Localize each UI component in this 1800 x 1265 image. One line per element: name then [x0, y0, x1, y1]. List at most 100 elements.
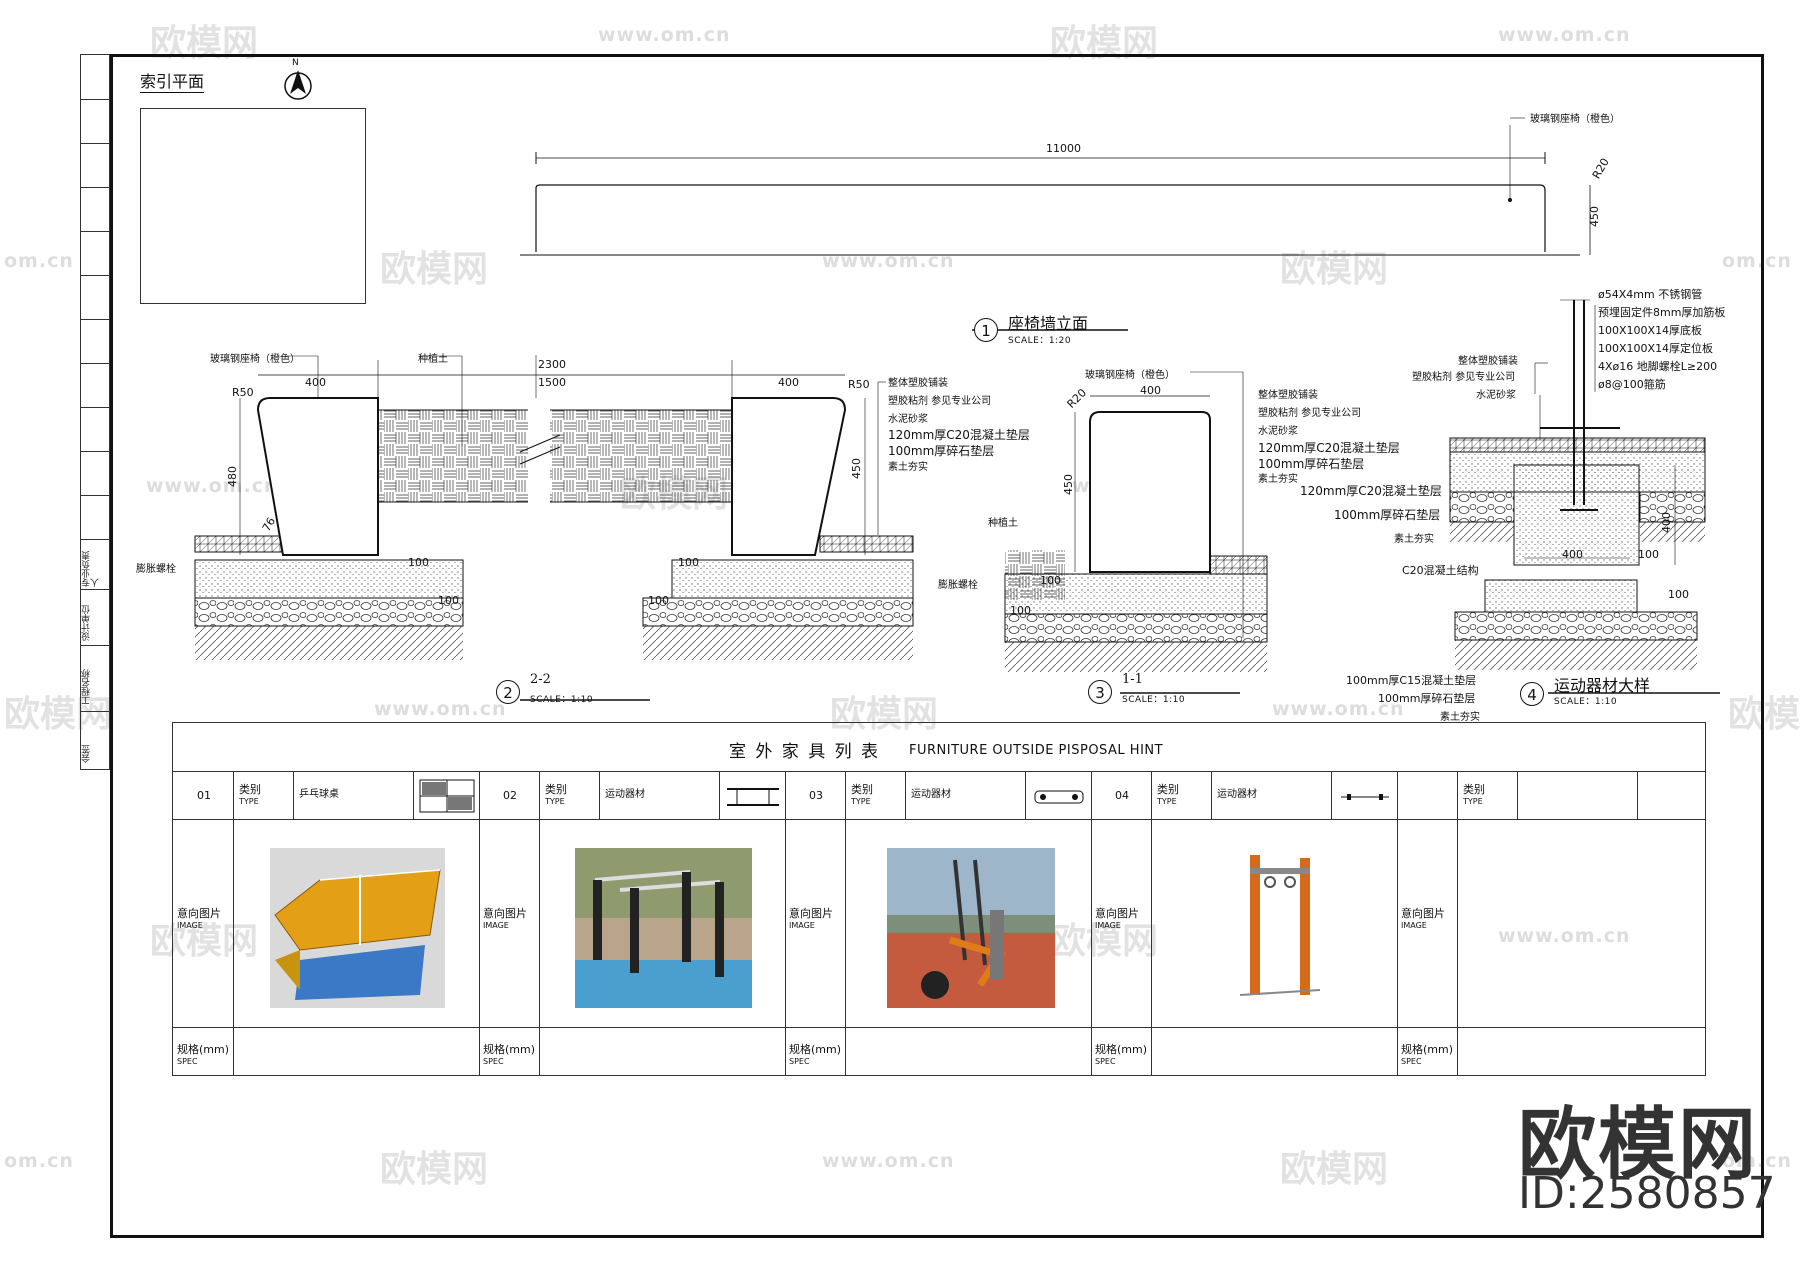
table-rule: [173, 819, 1705, 820]
parallel-bars-image: [575, 848, 752, 1008]
detail-number-badge: 4: [1520, 682, 1544, 706]
strip-cell: [81, 589, 109, 646]
layer-label: 100mm厚碎石垫层: [1378, 692, 1476, 705]
elliptical-trainer-image: [887, 848, 1055, 1008]
spec-header: 规格(mm)SPEC: [177, 1043, 230, 1066]
layer-label: 素土夯实: [888, 462, 928, 473]
section-title: 2-2: [530, 672, 551, 687]
type-value: 运动器材: [605, 789, 645, 800]
table-title-cn: 室 外 家 具 列 表: [729, 742, 881, 762]
table-rule: [1517, 771, 1518, 819]
middle-width-label: 1500: [538, 376, 566, 389]
radius-label: R50: [232, 386, 254, 399]
layer-label: 120mm厚C20混凝土垫层: [1258, 441, 1400, 455]
width-label: 400: [1562, 548, 1583, 561]
dim-100: 100: [438, 594, 459, 607]
section-title: 1-1: [1122, 672, 1143, 687]
table-rule: [293, 771, 294, 819]
dim-100: 100: [408, 556, 429, 569]
width-label: 400: [305, 376, 326, 389]
layer-label: 塑胶粘剂 参见专业公司: [1412, 372, 1516, 383]
layer-label: 120mm厚C20混凝土垫层: [1300, 484, 1442, 498]
strip-cell: [81, 187, 109, 232]
table-rule: [1025, 771, 1026, 819]
layer-label: 塑胶粘剂 参见专业公司: [1258, 408, 1362, 419]
seat-material-label: 玻璃钢座椅（橙色）: [1530, 114, 1620, 125]
table-rule: [719, 771, 720, 819]
table-rule: [173, 771, 1705, 772]
spec-label: ø8@100箍筋: [1598, 378, 1666, 391]
detail-number-badge: 3: [1088, 680, 1112, 704]
spec-label: 预埋固定件8mm厚加筋板: [1598, 306, 1726, 319]
table-rule: [233, 771, 234, 1075]
strip-cell: [81, 451, 109, 496]
spec-label: 100X100X14厚底板: [1598, 324, 1703, 337]
strip-cell: [81, 275, 109, 320]
elliptical-plan-icon: [1034, 790, 1084, 804]
planting-soil-label: 种植土: [988, 518, 1018, 529]
scale-label: SCALE：1:10: [530, 695, 594, 705]
section-2-2: [194, 355, 914, 701]
index-plan-title: 索引平面: [140, 68, 205, 93]
table-rule: [1331, 771, 1332, 819]
spec-label: ø54X4mm 不锈钢管: [1598, 288, 1703, 301]
item-number: 02: [503, 789, 517, 802]
scale-label: SCALE：1:10: [1122, 695, 1186, 705]
layer-label: 素土夯实: [1394, 534, 1434, 545]
spec-header: 规格(mm)SPEC: [483, 1043, 536, 1066]
height-label: 450: [1062, 474, 1075, 495]
table-rule: [1457, 771, 1458, 1075]
title-strip: 会签 工程名称 设计单位 专业负责人: [80, 54, 110, 770]
seat-material-label: 玻璃钢座椅（橙色）: [210, 354, 300, 365]
dim-100: 100: [1040, 574, 1061, 587]
layer-label: 100mm厚碎石垫层: [888, 444, 995, 458]
scale-label: SCALE：1:20: [1008, 336, 1072, 346]
dim-100: 100: [1010, 604, 1031, 617]
layer-label: 整体塑胶铺装: [888, 378, 948, 389]
layer-label: 水泥砂浆: [1476, 390, 1516, 401]
dim-100: 100: [1638, 548, 1659, 561]
height-label: 480: [226, 466, 239, 487]
layer-label: 水泥砂浆: [1258, 426, 1298, 437]
spec-header: 规格(mm)SPEC: [789, 1043, 842, 1066]
table-rule: [1397, 771, 1398, 1075]
brand-id: ID:2580857: [1518, 1168, 1776, 1219]
height-label: 450: [1588, 206, 1601, 227]
section-title: 座椅墙立面: [1008, 314, 1089, 333]
strip-cell: [81, 231, 109, 276]
layer-label: 100mm厚C15混凝土垫层: [1346, 674, 1477, 687]
index-plan-box: [140, 108, 366, 304]
table-rule: [1637, 771, 1638, 819]
detail-number-badge: 2: [496, 680, 520, 704]
table-rule: [413, 771, 414, 819]
equipment-detail: [1449, 299, 1720, 694]
parallel-bars-plan-icon: [727, 788, 779, 806]
strip-cell: [81, 55, 109, 100]
strip-cell: [81, 645, 109, 712]
table-rule: [479, 771, 480, 1075]
layer-label: 素土夯实: [1258, 474, 1298, 485]
table-rule: [1091, 771, 1092, 1075]
height-label: 400: [1660, 512, 1673, 533]
strip-cell: [81, 143, 109, 188]
spec-header: 规格(mm)SPEC: [1095, 1043, 1148, 1066]
table-rule: [173, 1027, 1705, 1028]
type-value: 运动器材: [1217, 789, 1257, 800]
table-tennis-plan-icon: [419, 779, 475, 813]
table-rule: [845, 771, 846, 1075]
layer-label: 整体塑胶铺装: [1258, 390, 1318, 401]
layer-label: C20混凝土结构: [1402, 564, 1479, 577]
type-value: 运动器材: [911, 789, 951, 800]
item-number: 04: [1115, 789, 1129, 802]
brand-logo: 欧模网: [1518, 1100, 1759, 1190]
strip-cell: [81, 363, 109, 408]
strip-cell: [81, 99, 109, 144]
dim-100: 100: [1668, 588, 1689, 601]
